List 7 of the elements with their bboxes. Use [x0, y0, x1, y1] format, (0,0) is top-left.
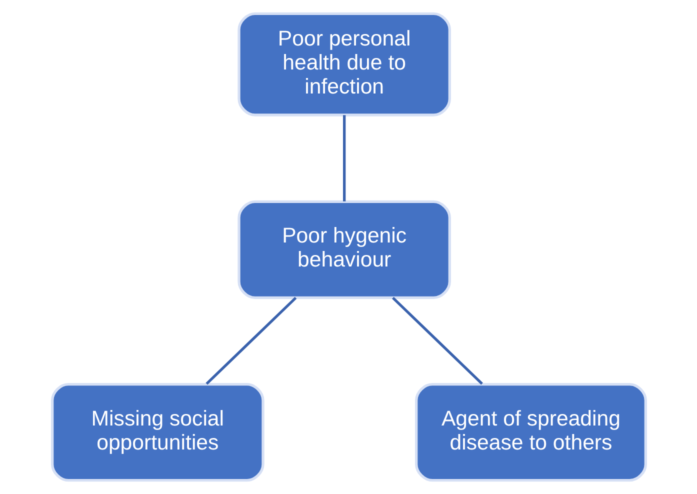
- connector: [391, 296, 482, 385]
- node-box: Agent of spreading disease to others: [414, 383, 646, 482]
- node-box: Missing social opportunities: [50, 383, 264, 482]
- connector: [342, 115, 346, 202]
- node-box: Poor hygenic behaviour: [237, 200, 450, 299]
- connector: [205, 296, 296, 385]
- node-box: Poor personal health due to infection: [237, 12, 450, 116]
